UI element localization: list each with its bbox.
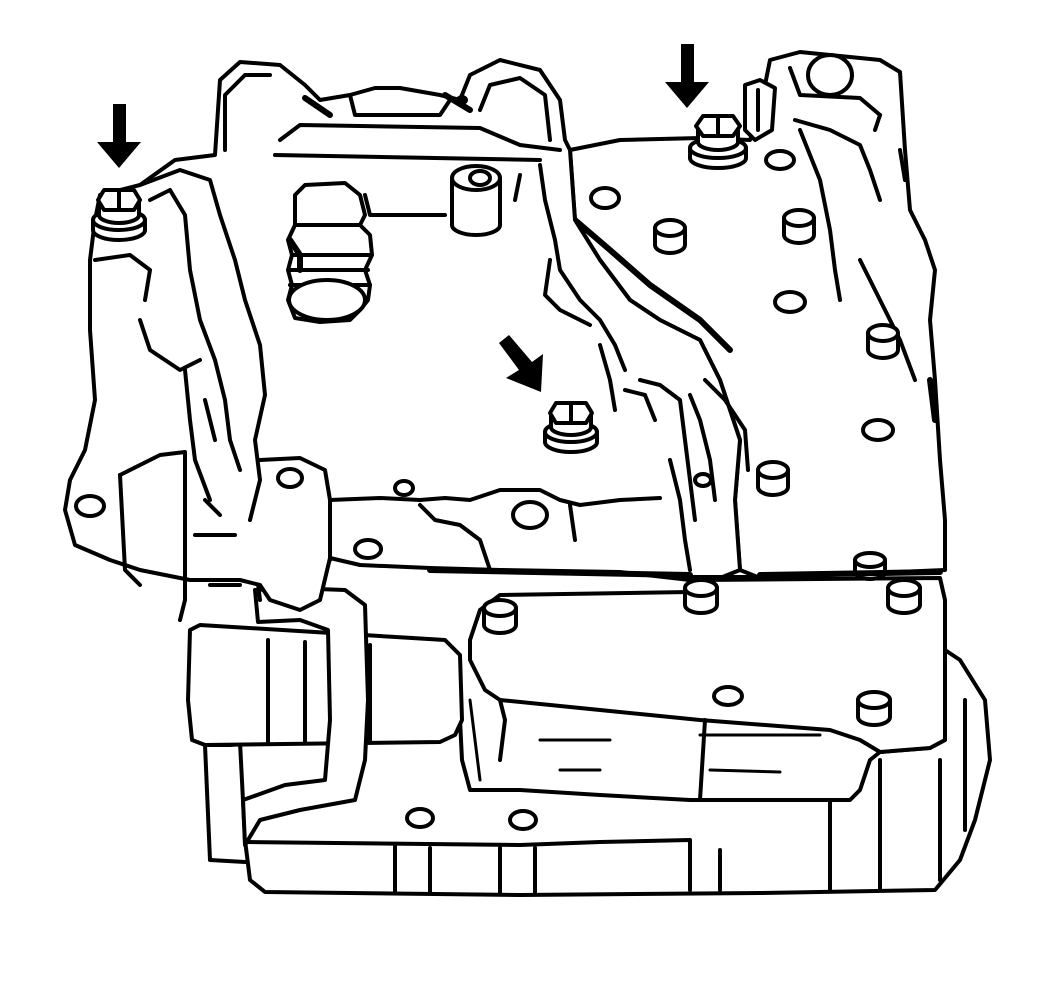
lower-plate-bolt-4: [856, 690, 892, 727]
lower-plate-bolt-3: [886, 578, 922, 615]
arrow-top-right-bolt: [665, 44, 709, 108]
upper-plug-1: [653, 218, 687, 255]
right-upper-body: [568, 50, 947, 581]
upper-plug-3: [866, 323, 900, 360]
bolt-center: [543, 401, 599, 454]
right-lower-plate: [468, 576, 947, 802]
upper-plug-2: [782, 208, 816, 245]
lower-plate-bolt-1: [482, 598, 518, 635]
arrow-left-bolt: [97, 104, 141, 168]
valve-spool: [286, 181, 374, 324]
left-lower-block: [186, 546, 464, 847]
bolt-left: [91, 188, 147, 242]
left-upper-body: [63, 58, 763, 622]
bolt-top-right: [688, 114, 748, 170]
upper-plug-4: [756, 460, 790, 497]
arrow-center-bolt: [499, 335, 543, 392]
lower-plate-bolt-2: [683, 578, 719, 615]
check-ball-sleeve: [450, 164, 502, 237]
